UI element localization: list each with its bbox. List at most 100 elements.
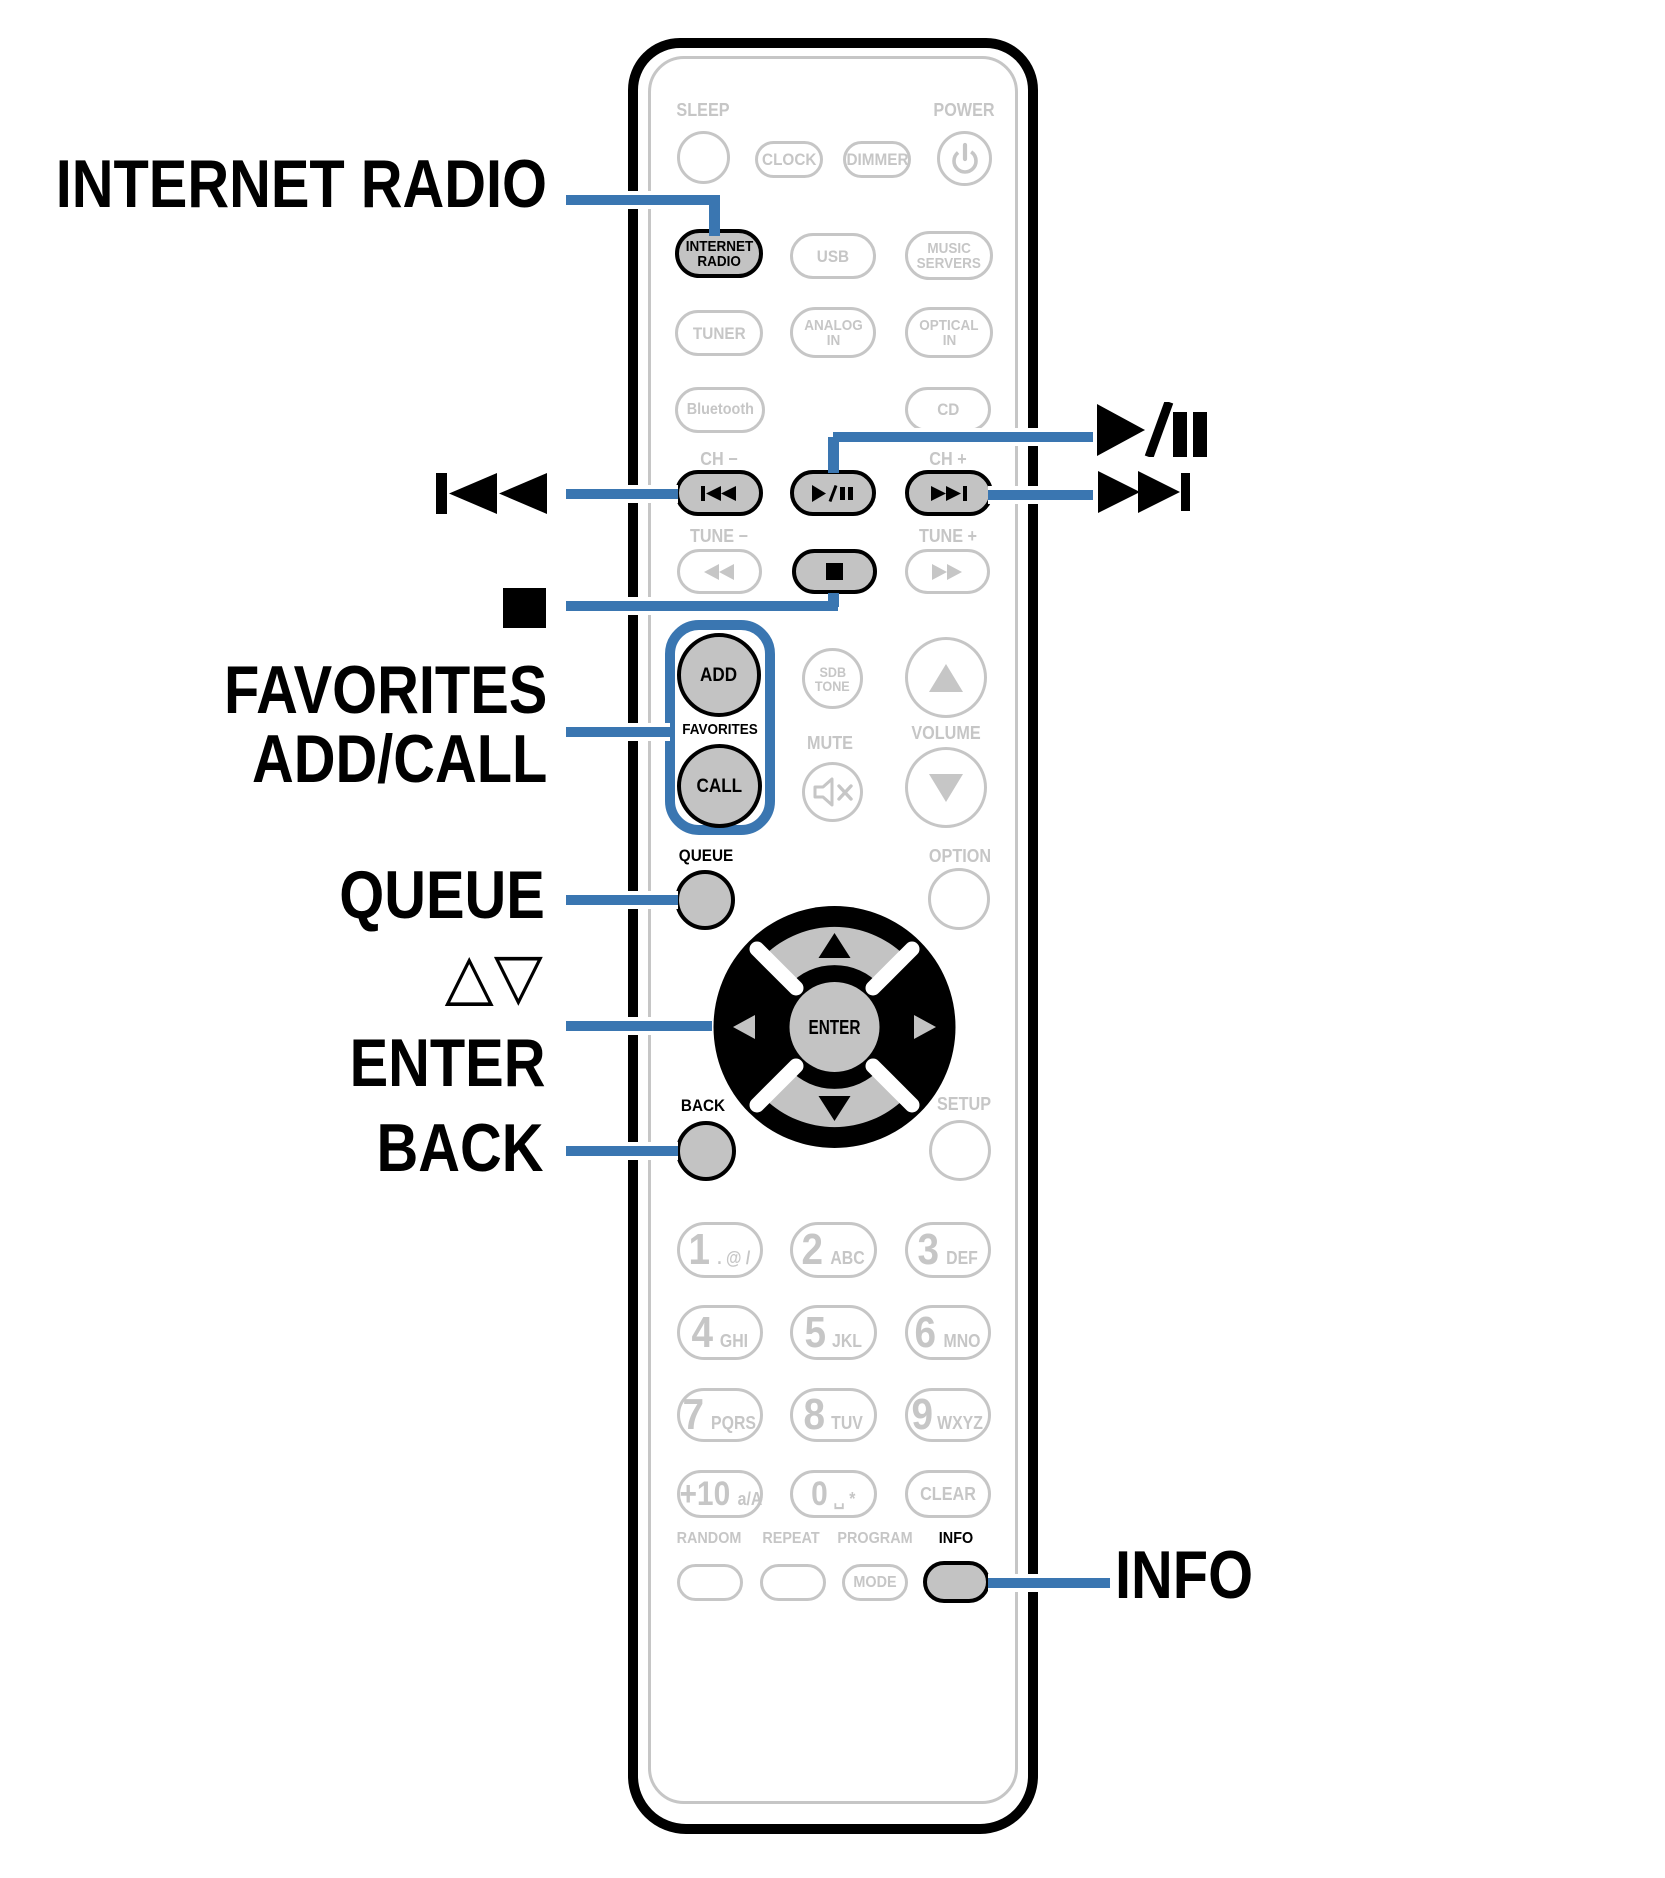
sleep-button[interactable]	[677, 131, 730, 184]
volume-up-button[interactable]	[905, 637, 987, 718]
usb-button[interactable]: USB	[790, 233, 876, 279]
favorites-label: FAVORITES	[682, 721, 758, 738]
favorites-call-button[interactable]: CALL	[677, 744, 762, 828]
favorites-add-button[interactable]: ADD	[677, 633, 761, 717]
callout-line-skip-forward	[988, 486, 1093, 504]
power-icon	[951, 142, 978, 174]
repeat-label: REPEAT	[762, 1530, 820, 1547]
cursor-up-icon	[818, 933, 851, 958]
mode-button[interactable]: MODE	[842, 1564, 908, 1601]
callout-line-skip-back	[566, 485, 678, 503]
setup-label: SETUP	[936, 1094, 991, 1114]
bluetooth-button[interactable]: Bluetooth	[675, 387, 765, 433]
remote-face	[648, 56, 1018, 1804]
internet-radio-button[interactable]: INTERNET RADIO	[675, 229, 763, 278]
callout-play-pause-icon	[1097, 402, 1207, 457]
volume-up-icon	[929, 663, 963, 692]
callout-cursor-triangles: △▽	[444, 940, 543, 1014]
stop-icon	[826, 563, 843, 580]
volume-down-icon	[929, 773, 963, 802]
play-pause-button[interactable]	[790, 470, 876, 516]
ch-minus-label: CH −	[700, 449, 738, 469]
volume-label: VOLUME	[911, 723, 981, 743]
optical-in-button[interactable]: OPTICAL IN	[905, 307, 993, 358]
cursor-left-icon[interactable]	[733, 1015, 755, 1039]
callout-line-favorites	[566, 723, 670, 741]
callout-line-stop	[566, 597, 838, 615]
callout-line-internet-radio-drop	[709, 197, 720, 236]
key-0[interactable]: 0␣ *	[790, 1470, 877, 1518]
callout-enter: ENTER	[349, 1025, 545, 1101]
skip-back-button[interactable]	[675, 470, 763, 516]
ch-plus-label: CH +	[929, 449, 967, 469]
callout-skip-forward-icon	[1098, 471, 1190, 513]
clear-button[interactable]: CLEAR	[905, 1470, 991, 1518]
fast-forward-icon	[932, 563, 962, 580]
skip-back-icon	[701, 485, 736, 501]
cd-button[interactable]: CD	[905, 387, 991, 432]
callout-back: BACK	[376, 1110, 543, 1186]
tuner-button[interactable]: TUNER	[675, 310, 763, 356]
enter-button[interactable]	[789, 982, 880, 1072]
key-1[interactable]: 1. @ /	[677, 1222, 763, 1278]
cursor-pad[interactable]: ENTER	[712, 905, 957, 1149]
skip-forward-icon	[930, 485, 967, 501]
fast-forward-button[interactable]	[905, 549, 990, 594]
mute-icon	[813, 777, 853, 807]
repeat-button[interactable]	[760, 1564, 826, 1601]
enter-button-label: ENTER	[809, 1017, 861, 1039]
option-label: OPTION	[928, 846, 992, 866]
info-button[interactable]	[923, 1561, 990, 1603]
play-pause-icon	[811, 484, 853, 502]
callout-favorites-add-call: FAVORITES ADD/CALL	[223, 652, 547, 797]
callout-info: INFO	[1115, 1537, 1254, 1613]
music-servers-button[interactable]: MUSIC SERVERS	[905, 231, 993, 280]
callout-skip-back-icon	[436, 473, 547, 514]
callout-stop-icon	[503, 588, 546, 628]
random-button[interactable]	[677, 1564, 743, 1601]
callout-line-back	[566, 1142, 678, 1160]
callout-queue: QUEUE	[339, 857, 545, 933]
sleep-label: SLEEP	[676, 100, 730, 120]
power-label: POWER	[933, 100, 995, 120]
queue-button-label: QUEUE	[678, 846, 734, 865]
clock-button[interactable]: CLOCK	[755, 141, 823, 178]
rewind-button[interactable]	[677, 549, 762, 594]
callout-internet-radio: INTERNET RADIO	[55, 146, 547, 222]
callout-line-stop-drop	[828, 593, 839, 607]
mute-button[interactable]	[802, 762, 863, 822]
cursor-right-icon[interactable]	[914, 1015, 936, 1039]
callout-line-info	[988, 1574, 1110, 1592]
callout-line-internet-radio	[566, 191, 720, 209]
callout-line-enter	[566, 1017, 712, 1035]
analog-in-button[interactable]: ANALOG IN	[790, 307, 876, 358]
dimmer-button[interactable]: DIMMER	[843, 141, 911, 178]
power-button[interactable]	[937, 131, 992, 186]
callout-line-play-pause-drop	[828, 437, 839, 473]
sdb-tone-button[interactable]: SDB TONE	[802, 648, 863, 709]
volume-down-button[interactable]	[905, 747, 987, 828]
random-label: RANDOM	[676, 1530, 742, 1547]
rewind-icon	[704, 563, 734, 580]
back-button[interactable]	[676, 1121, 736, 1181]
skip-forward-button[interactable]	[905, 470, 993, 516]
mute-label: MUTE	[807, 733, 853, 753]
setup-button[interactable]	[929, 1120, 991, 1181]
tune-minus-label: TUNE −	[689, 526, 749, 546]
callout-line-queue	[566, 891, 678, 909]
tune-plus-label: TUNE +	[918, 526, 978, 546]
program-label: PROGRAM	[837, 1530, 913, 1547]
callout-line-play-pause	[833, 428, 1093, 446]
stop-button[interactable]	[792, 549, 877, 594]
option-button[interactable]	[928, 868, 990, 930]
